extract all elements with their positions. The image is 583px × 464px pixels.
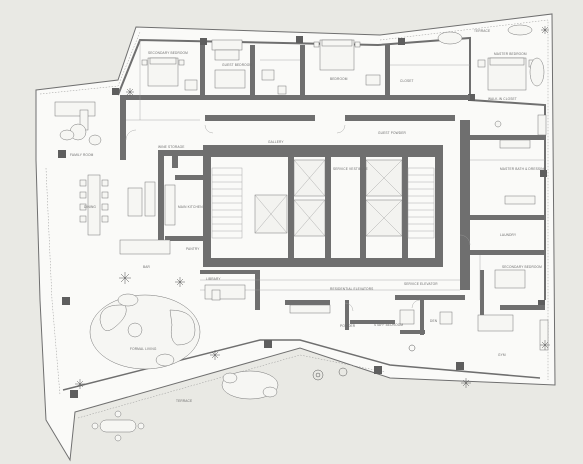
plants: [75, 26, 550, 389]
label-service-elevator: SERVICE ELEVATOR: [404, 282, 438, 286]
label-dining: DINING: [84, 205, 96, 209]
label-gallery: GALLERY: [268, 140, 284, 144]
label-bedroom-nw: SECONDARY BEDROOM: [148, 51, 188, 55]
label-residential-elevators: RESIDENTIAL ELEVATORS: [330, 287, 373, 291]
room-labels: TERRACE SECONDARY BEDROOM GUEST BEDROOM …: [70, 29, 547, 403]
label-master-bedroom: MASTER BEDROOM: [494, 52, 527, 56]
furniture-formal-living: [89, 293, 201, 370]
label-family-room: FAMILY ROOM: [70, 153, 94, 157]
label-guest-suite: GUEST BEDROOM: [222, 63, 252, 67]
structural-columns: [58, 36, 547, 398]
door-swings: [125, 124, 471, 312]
label-formal-living: FORMAL LIVING: [130, 347, 157, 351]
exterior-wall-south: [62, 339, 541, 391]
label-library: LIBRARY: [206, 277, 221, 281]
furniture-dining: [79, 174, 109, 236]
curtain-wall-west: [45, 167, 61, 396]
interior-walls: [120, 45, 545, 335]
label-den: DEN: [430, 319, 438, 323]
label-bar: BAR: [143, 265, 151, 269]
exterior-wall-east: [469, 99, 546, 300]
furniture-bedroom-nw: [141, 57, 198, 91]
furniture-family-room: [54, 101, 102, 146]
label-wine-storage: WINE STORAGE: [158, 145, 185, 149]
label-master-bath: MASTER BATH & DRESSING: [500, 167, 547, 171]
label-gym: GYM: [498, 353, 506, 357]
furniture-south-terrace: [91, 370, 279, 442]
furniture-misc: [204, 269, 549, 351]
furniture-bedroom-north: [313, 39, 381, 86]
label-guest-powder: GUEST POWDER: [378, 131, 406, 135]
label-laundry: LAUNDRY: [500, 233, 517, 237]
label-powder: POWDER: [340, 324, 356, 328]
label-pantry: PANTRY: [186, 247, 200, 251]
furniture-master-bath: [494, 114, 547, 205]
label-service-vestibule: SERVICE VESTIBULE: [333, 167, 368, 171]
furniture-kitchen: [119, 181, 176, 255]
label-closet-north: CLOSET: [400, 79, 414, 83]
terrace-edge-south: [77, 354, 386, 419]
label-terrace-top: TERRACE: [474, 29, 490, 33]
label-walkin-closet: WALK-IN CLOSET: [488, 97, 517, 101]
furniture-master-bedroom: [437, 24, 545, 91]
label-staff-bedroom: STAFF BEDROOM: [374, 323, 403, 327]
terrace-edge-northeast: [379, 19, 549, 380]
furniture-guest-suite: [211, 39, 287, 95]
label-bedroom-north: BEDROOM: [330, 77, 348, 81]
label-terrace-bottom: TERRACE: [176, 399, 192, 403]
terrace-edge-west: [39, 31, 141, 95]
label-main-kitchen: MAIN KITCHEN: [178, 205, 203, 209]
label-secondary-bedroom-east: SECONDARY BEDROOM: [502, 265, 542, 269]
elevator-core: [203, 145, 443, 267]
exterior-wall: [117, 36, 471, 100]
